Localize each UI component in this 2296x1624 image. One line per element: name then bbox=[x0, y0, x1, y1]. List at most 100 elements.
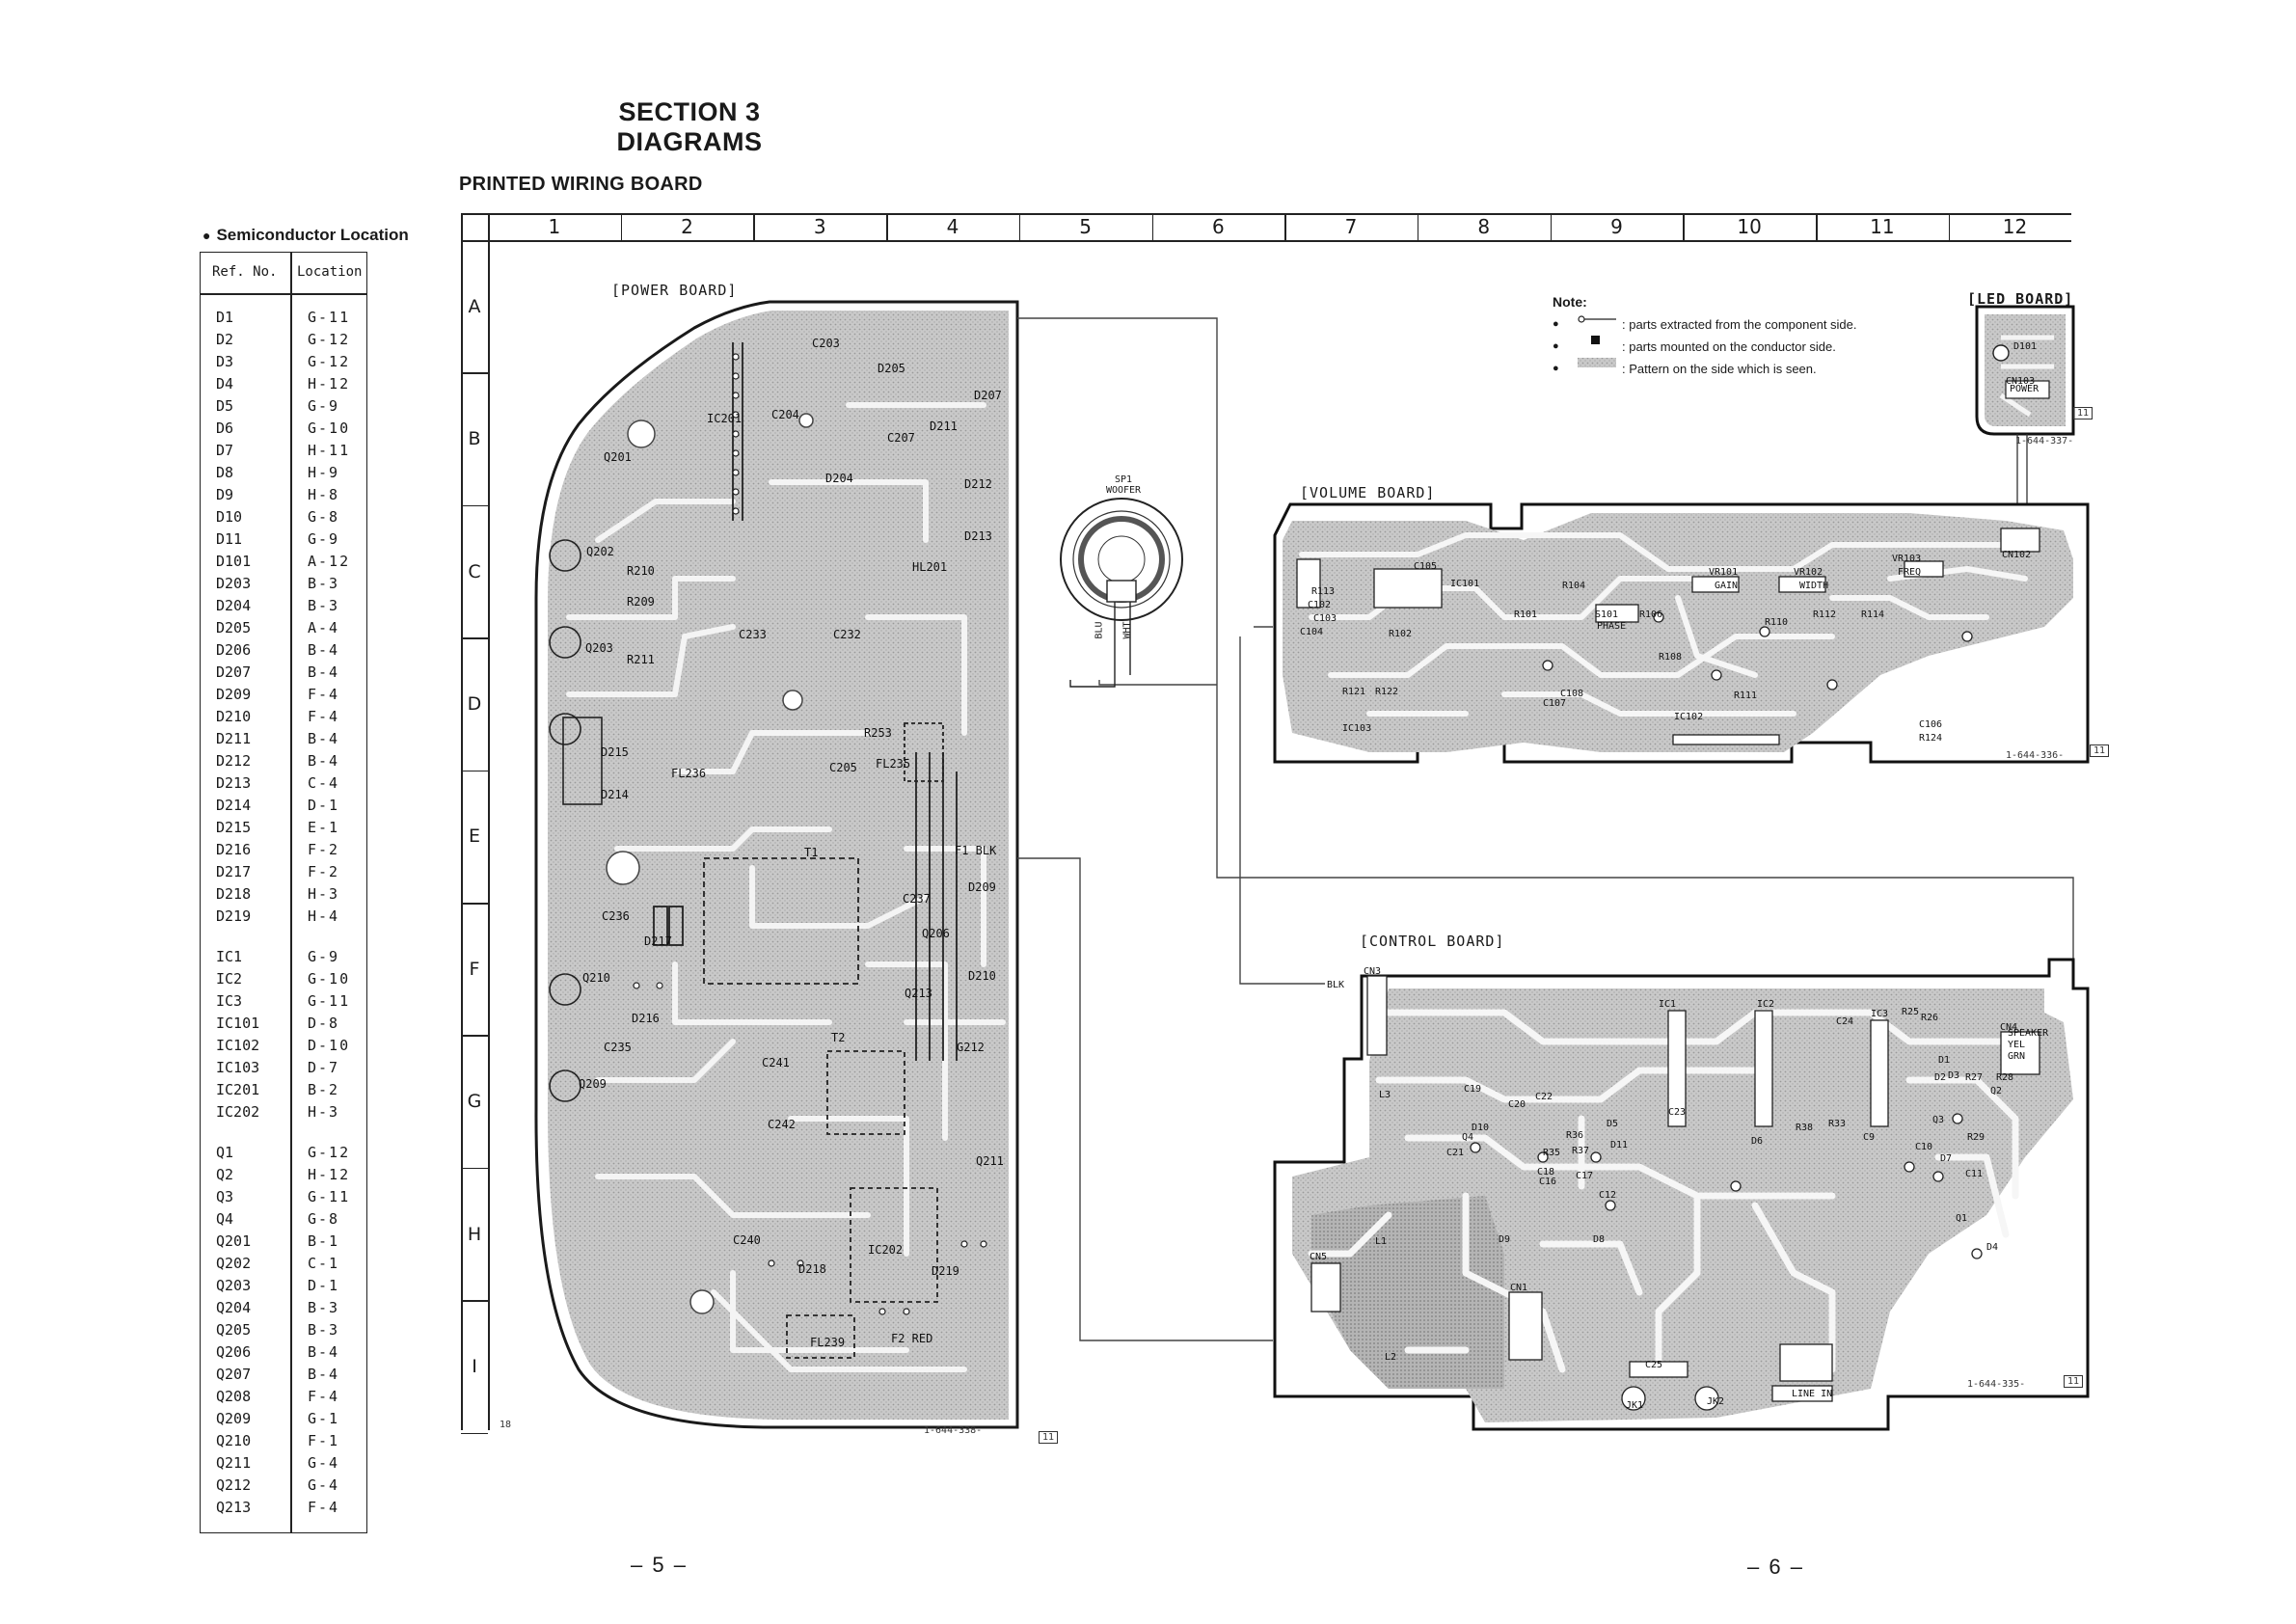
volume-board-label: VR103 bbox=[1892, 554, 1921, 564]
volume-board-label: R114 bbox=[1861, 609, 1884, 620]
location: A-4 bbox=[308, 619, 340, 636]
column-number: 5 bbox=[1079, 215, 1092, 238]
control-board-label: D6 bbox=[1751, 1136, 1763, 1147]
power-board-label: R209 bbox=[627, 595, 655, 609]
column-number: 1 bbox=[548, 215, 561, 238]
row-letter: C bbox=[468, 560, 481, 582]
volume-board-label: R102 bbox=[1389, 629, 1412, 639]
row-letter: D bbox=[467, 692, 482, 715]
control-board-label: R33 bbox=[1828, 1119, 1846, 1129]
ref-number: D1 bbox=[216, 309, 234, 326]
section-number: SECTION 3 bbox=[618, 97, 761, 126]
ref-number: Q202 bbox=[216, 1255, 252, 1272]
power-board-label: FL235 bbox=[876, 757, 910, 771]
location: G-8 bbox=[308, 508, 340, 526]
control-board-label: C21 bbox=[1446, 1148, 1464, 1158]
row-letter: B bbox=[468, 428, 481, 450]
ref-number: IC101 bbox=[216, 1015, 260, 1032]
control-board-traces bbox=[1308, 1009, 2039, 1373]
note-legend: Note: ●: parts extracted from the compon… bbox=[1553, 291, 1857, 380]
control-board-label: D2 bbox=[1934, 1072, 1946, 1083]
power-board-label: Q213 bbox=[905, 987, 932, 1000]
location: F-4 bbox=[308, 708, 340, 725]
note-item-conductor-side: ●: parts mounted on the conductor side. bbox=[1553, 339, 1836, 354]
control-board-label: C12 bbox=[1599, 1190, 1616, 1201]
location: G-9 bbox=[308, 948, 340, 965]
control-board-label: R38 bbox=[1796, 1123, 1813, 1133]
control-board-label: GRN bbox=[2008, 1051, 2025, 1062]
volume-board-label: GAIN bbox=[1715, 581, 1738, 591]
location: G-10 bbox=[308, 420, 351, 437]
volume-board-label: IC102 bbox=[1674, 712, 1703, 722]
volume-board-label: CN102 bbox=[2002, 550, 2031, 560]
ref-number: D209 bbox=[216, 686, 252, 703]
power-board-label: Q211 bbox=[976, 1154, 1004, 1168]
control-board-label: C23 bbox=[1668, 1107, 1686, 1118]
volume-board-label: VR101 bbox=[1709, 567, 1738, 578]
ref-number: D8 bbox=[216, 464, 234, 481]
row-letter: A bbox=[468, 295, 481, 317]
control-board-label: Q1 bbox=[1956, 1213, 1967, 1224]
volume-board-label: R101 bbox=[1514, 609, 1537, 620]
column-divider bbox=[753, 213, 755, 240]
row-divider bbox=[461, 504, 488, 507]
led-board-title: [LED BOARD] bbox=[1967, 290, 2074, 308]
control-board-label: L3 bbox=[1379, 1090, 1391, 1100]
page-number-left: – 5 – bbox=[631, 1553, 688, 1577]
volume-board-label: WIDTH bbox=[1799, 581, 1828, 591]
ref-number: D2 bbox=[216, 331, 234, 348]
page-number-right: – 6 – bbox=[1747, 1555, 1804, 1579]
power-board-label: D216 bbox=[632, 1012, 660, 1025]
ref-number: Q205 bbox=[216, 1321, 252, 1339]
chapter-title: DIAGRAMS bbox=[616, 127, 763, 156]
volume-board-label: C106 bbox=[1919, 719, 1942, 730]
column-header-location: Location bbox=[297, 264, 363, 280]
ref-number: IC202 bbox=[216, 1103, 260, 1121]
ref-number: D214 bbox=[216, 797, 252, 814]
column-header-ref: Ref. No. bbox=[212, 264, 278, 280]
power-board-label: Q201 bbox=[604, 450, 632, 464]
ref-number: Q211 bbox=[216, 1454, 252, 1472]
control-board-part-number: 1-644-335- bbox=[1967, 1379, 2026, 1390]
ref-number: D216 bbox=[216, 841, 252, 858]
ref-number: Q209 bbox=[216, 1410, 252, 1427]
control-board-parts bbox=[1310, 975, 2040, 1411]
note-symbols bbox=[1578, 315, 1616, 367]
volume-board-label: C108 bbox=[1560, 689, 1583, 699]
column-number: 8 bbox=[1477, 215, 1491, 238]
location: G-11 bbox=[308, 992, 351, 1010]
control-board bbox=[1273, 958, 2090, 1431]
control-board-label: R29 bbox=[1967, 1132, 1985, 1143]
control-board-label: C25 bbox=[1645, 1360, 1662, 1370]
volume-board-label: S101 bbox=[1595, 609, 1618, 620]
location: B-4 bbox=[308, 1366, 340, 1383]
volume-board-label: C107 bbox=[1543, 698, 1566, 709]
control-board-label: R26 bbox=[1921, 1013, 1938, 1023]
row-letter: H bbox=[467, 1223, 482, 1245]
ref-number: D206 bbox=[216, 641, 252, 659]
control-board-label: C18 bbox=[1537, 1167, 1554, 1177]
control-board-label: LINE IN bbox=[1792, 1389, 1832, 1399]
led-board-part-number: 1-644-337- bbox=[2015, 436, 2074, 447]
ref-number: Q206 bbox=[216, 1343, 252, 1361]
row-divider bbox=[461, 240, 488, 242]
row-divider bbox=[461, 372, 488, 374]
location: G-12 bbox=[308, 1144, 351, 1161]
location: D-7 bbox=[308, 1059, 340, 1076]
control-board-label: CN5 bbox=[1310, 1252, 1327, 1262]
power-board-label: Q206 bbox=[922, 927, 950, 940]
